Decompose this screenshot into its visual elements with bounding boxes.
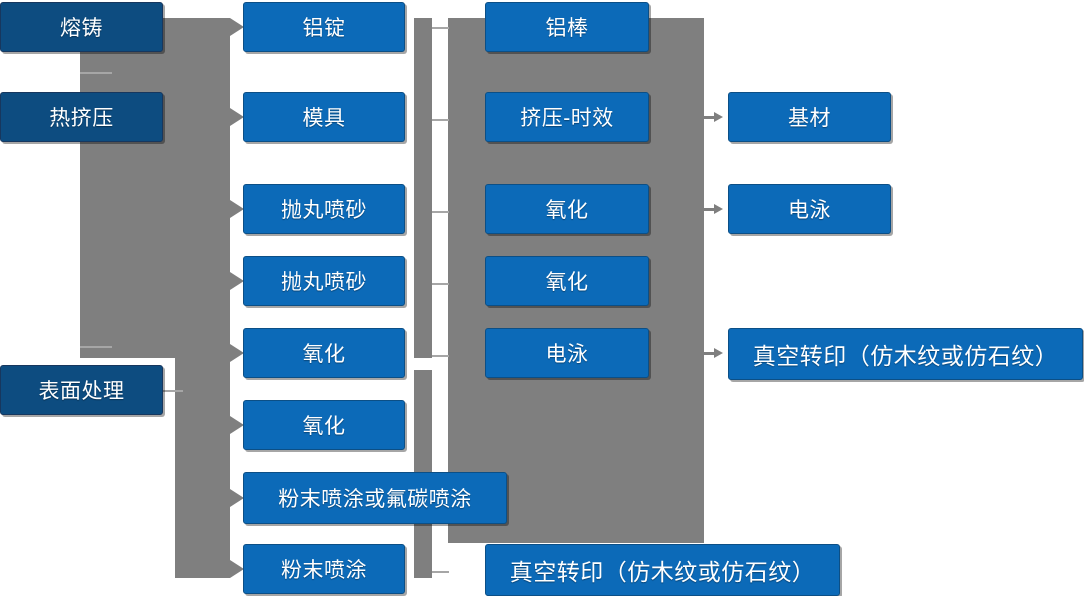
process-box-powder-coating[interactable]: 粉末喷涂 bbox=[243, 544, 405, 594]
bracket-arrow-4 bbox=[230, 272, 244, 290]
stage-label: 熔铸 bbox=[60, 17, 103, 40]
process-label: 抛丸喷砂 bbox=[281, 271, 367, 294]
result-label: 电泳 bbox=[788, 199, 831, 222]
bracket-arrow-2 bbox=[230, 108, 244, 126]
bracket-arrow-6 bbox=[230, 416, 244, 434]
gutter-bar-upper bbox=[414, 18, 432, 358]
treatment-label: 氧化 bbox=[545, 271, 589, 294]
result-box-vacuum-transfer-print[interactable]: 真空转印（仿木纹或仿石纹） bbox=[728, 328, 1083, 380]
bracket-notch-top bbox=[80, 72, 112, 74]
process-label: 粉末喷涂或氟碳喷涂 bbox=[278, 488, 472, 511]
gutter-tick-3 bbox=[432, 283, 449, 285]
process-label: 氧化 bbox=[302, 343, 346, 366]
treatment-box-vacuum-transfer-print[interactable]: 真空转印（仿木纹或仿石纹） bbox=[485, 544, 840, 596]
bracket-spine bbox=[175, 18, 230, 578]
process-box-mold[interactable]: 模具 bbox=[243, 92, 405, 142]
result-label: 基材 bbox=[788, 107, 831, 130]
bracket-notch-bottom bbox=[80, 346, 112, 348]
treatment-box-electrophoresis[interactable]: 电泳 bbox=[485, 328, 649, 378]
stage-label: 表面处理 bbox=[38, 380, 125, 403]
process-box-shot-blasting-2[interactable]: 抛丸喷砂 bbox=[243, 256, 405, 306]
treatment-label: 电泳 bbox=[545, 343, 589, 366]
stage-label: 热挤压 bbox=[49, 107, 114, 130]
gutter-tick-top bbox=[432, 27, 449, 29]
treatment-label: 挤压-时效 bbox=[520, 107, 614, 130]
result-arrow-3 bbox=[704, 348, 723, 358]
gutter-tick-4 bbox=[432, 355, 449, 357]
surface-treatment-stub bbox=[163, 390, 183, 392]
result-arrow-2 bbox=[704, 204, 723, 214]
bracket-arrow-5 bbox=[230, 344, 244, 362]
bracket-arrow-3 bbox=[230, 200, 244, 218]
result-box-substrate[interactable]: 基材 bbox=[728, 92, 891, 142]
stage-box-melting[interactable]: 熔铸 bbox=[0, 2, 163, 52]
treatment-box-oxidation-1[interactable]: 氧化 bbox=[485, 184, 649, 234]
gutter-tick-1 bbox=[432, 119, 449, 121]
process-box-shot-blasting-1[interactable]: 抛丸喷砂 bbox=[243, 184, 405, 234]
process-label: 抛丸喷砂 bbox=[281, 199, 367, 222]
stage-box-surface-treatment[interactable]: 表面处理 bbox=[0, 365, 163, 415]
gutter-tick-2 bbox=[432, 211, 449, 213]
process-label: 模具 bbox=[302, 107, 346, 130]
treatment-label: 真空转印（仿木纹或仿石纹） bbox=[509, 559, 816, 585]
treatment-label: 铝棒 bbox=[545, 17, 589, 40]
treatment-label: 氧化 bbox=[545, 199, 589, 222]
process-label: 粉末喷涂 bbox=[281, 559, 367, 582]
process-box-aluminum-ingot[interactable]: 铝锭 bbox=[243, 2, 405, 52]
treatment-box-aluminum-bar[interactable]: 铝棒 bbox=[485, 2, 649, 52]
result-arrow-1 bbox=[704, 112, 723, 122]
process-label: 氧化 bbox=[302, 415, 346, 438]
bracket-arrow-7 bbox=[230, 489, 244, 507]
result-label: 真空转印（仿木纹或仿石纹） bbox=[752, 343, 1059, 369]
process-box-oxidation-2[interactable]: 氧化 bbox=[243, 400, 405, 450]
process-box-oxidation-1[interactable]: 氧化 bbox=[243, 328, 405, 378]
treatment-box-extrusion-aging[interactable]: 挤压-时效 bbox=[485, 92, 649, 142]
gutter-tick-5 bbox=[432, 571, 449, 573]
stage-box-hot-extrusion[interactable]: 热挤压 bbox=[0, 92, 163, 142]
process-box-powder-or-fluorocarbon-coating[interactable]: 粉末喷涂或氟碳喷涂 bbox=[243, 472, 507, 524]
result-box-electrophoresis[interactable]: 电泳 bbox=[728, 184, 891, 234]
bracket-arrow-8 bbox=[230, 560, 244, 578]
process-label: 铝锭 bbox=[302, 17, 346, 40]
bracket-arrow-1 bbox=[230, 18, 244, 36]
treatment-box-oxidation-2[interactable]: 氧化 bbox=[485, 256, 649, 306]
